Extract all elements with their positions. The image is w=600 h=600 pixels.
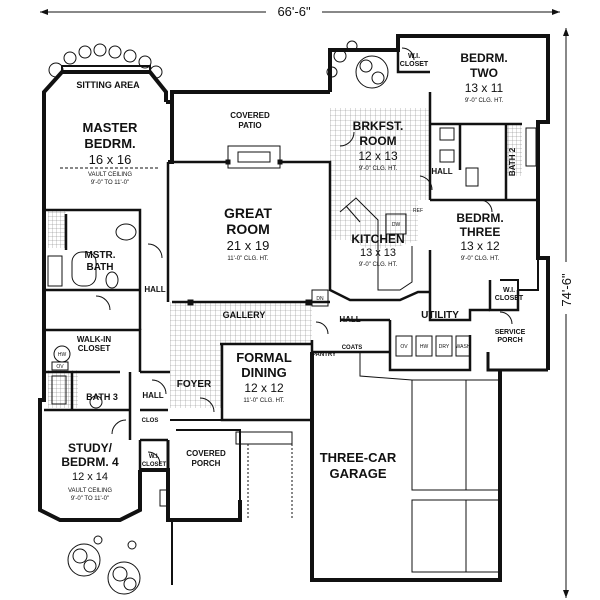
kitchen-size: 13 x 13 <box>360 247 396 259</box>
mstr-bath-2: BATH <box>86 262 113 273</box>
garage-name-2: GARAGE <box>329 466 386 481</box>
width-label: 66'-6" <box>277 4 311 19</box>
brkfst-size: 12 x 13 <box>358 149 398 163</box>
garage-name-1: THREE-CAR <box>320 450 397 465</box>
master-note-1: VAULT CEILING <box>88 172 132 178</box>
great-room-size: 21 x 19 <box>227 238 270 253</box>
kitchen-name: KITCHEN <box>351 232 404 246</box>
hall-lower-label: HALL <box>142 391 163 400</box>
interior-walls <box>44 36 538 500</box>
bedrm-three-name-2: THREE <box>460 225 501 239</box>
master-name-1: MASTER <box>83 120 139 135</box>
formal-dining-note: 11'-0" CLG. HT. <box>243 398 285 404</box>
mstr-bath-1: MSTR. <box>84 250 115 261</box>
utility-label: UTILITY <box>421 310 459 321</box>
great-room-note: 11'-0" CLG. HT. <box>227 256 269 262</box>
formal-dining-1: FORMAL <box>236 350 292 365</box>
brkfst-name-2: ROOM <box>359 134 396 148</box>
wi-closet-study-2: CLOSET <box>142 462 167 468</box>
wash-label: WASH <box>456 344 471 350</box>
study-note-1: VAULT CEILING <box>68 488 112 494</box>
dn-label: DN <box>316 296 324 302</box>
dimension-depth <box>558 28 574 598</box>
bath3-label: BATH 3 <box>86 392 118 402</box>
clos-label: CLOS <box>142 418 159 424</box>
hall-left-label: HALL <box>144 285 165 294</box>
study-name-2: BEDRM. 4 <box>61 455 119 469</box>
bedrm-three-name-1: BEDRM. <box>456 211 503 225</box>
bedrm-two-note: 9'-0" CLG. HT. <box>465 98 504 104</box>
wi-closet-top-1: W.I. <box>408 53 420 60</box>
walkin-closet-1: WALK-IN <box>77 335 111 344</box>
brkfst-name-1: BRKFST. <box>353 119 404 133</box>
hall-right-label: HALL <box>431 167 452 176</box>
dimension-width <box>40 4 560 18</box>
wi-closet-top-2: CLOSET <box>400 61 429 68</box>
covered-patio-1: COVERED <box>230 111 270 120</box>
bath2-label: BATH 2 <box>508 147 517 176</box>
formal-dining-size: 12 x 12 <box>244 381 284 395</box>
fixture-labels: HW OV OV HW DRY WASH DN DW REF <box>56 208 470 370</box>
room-labels: SITTING AREA MASTER BEDRM. 16 x 16 VAULT… <box>61 51 525 502</box>
formal-dining-2: DINING <box>241 365 287 380</box>
covered-porch-1: COVERED <box>186 449 226 458</box>
ov-label-left: OV <box>56 364 64 370</box>
hall-mid-label: HALL <box>339 315 360 324</box>
master-name-2: BEDRM. <box>84 136 135 151</box>
dw-label: DW <box>392 222 401 228</box>
detail-lines <box>47 47 537 573</box>
bedrm-two-name-2: TWO <box>470 66 498 80</box>
wi-closet-study-1: W.I. <box>149 454 160 460</box>
great-room-name-2: ROOM <box>226 221 270 237</box>
bedrm-two-size: 13 x 11 <box>465 81 504 95</box>
service-porch-2: PORCH <box>497 337 522 344</box>
coats-label: COATS <box>342 345 363 351</box>
wi-closet-right-2: CLOSET <box>495 295 524 302</box>
pantry-label: PANTRY <box>312 352 336 358</box>
service-porch-1: SERVICE <box>495 329 526 336</box>
gallery-label: GALLERY <box>223 310 266 320</box>
ref-label: REF <box>413 208 423 214</box>
foyer-label: FOYER <box>177 379 212 390</box>
dry-label: DRY <box>439 344 450 350</box>
master-size: 16 x 16 <box>89 152 132 167</box>
hw-label: HW <box>420 344 429 350</box>
wi-closet-right-1: W.I. <box>503 287 515 294</box>
bedrm-two-name-1: BEDRM. <box>460 51 507 65</box>
study-note-2: 9'-0" TO 11'-0" <box>71 496 109 502</box>
exterior-walls <box>38 34 550 585</box>
study-size: 12 x 14 <box>72 471 108 483</box>
covered-patio-2: PATIO <box>238 121 261 130</box>
walkin-closet-2: CLOSET <box>78 344 111 353</box>
bedrm-three-size: 13 x 12 <box>460 239 500 253</box>
study-name-1: STUDY/ <box>68 441 113 455</box>
master-note-2: 9'-0" TO 11'-0" <box>91 180 129 186</box>
brkfst-note: 9'-0" CLG. HT. <box>359 166 398 172</box>
depth-label: 74'-6" <box>559 273 574 307</box>
covered-porch-2: PORCH <box>192 459 221 468</box>
kitchen-note: 9'-0" CLG. HT. <box>359 262 398 268</box>
great-room-name-1: GREAT <box>224 205 272 221</box>
ov-label: OV <box>400 344 408 350</box>
sitting-area-label: SITTING AREA <box>76 80 140 90</box>
hw-label-left: HW <box>58 352 67 358</box>
bedrm-three-note: 9'-0" CLG. HT. <box>461 256 500 262</box>
